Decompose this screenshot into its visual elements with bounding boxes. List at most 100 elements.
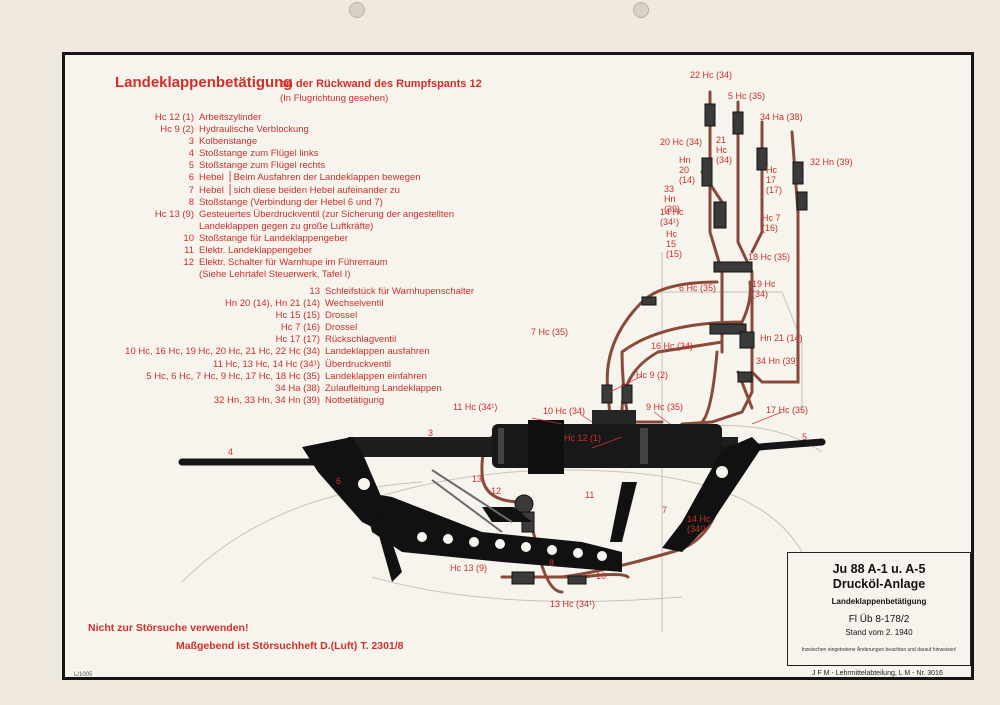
legend-key: 11 Hc, 13 Hc, 14 Hc (34¹) — [212, 358, 320, 370]
legend-text: Drossel — [325, 310, 358, 322]
legend-key: 5 — [188, 160, 194, 172]
linkage — [302, 437, 762, 582]
legend-key: 5 Hc, 6 Hc, 7 Hc, 9 Hc, 17 Hc, 18 Hc (35… — [146, 370, 320, 382]
label-14hc-top: 14 Hc (34¹) — [660, 207, 684, 227]
label-20hc: 20 Hc (34) — [660, 137, 703, 147]
label-34hn: 34 Hn (39) — [756, 356, 799, 366]
legend-text: Gesteuertes Überdruckventil (zur Sicheru… — [199, 208, 455, 220]
label-part-12: 12 — [491, 486, 502, 496]
label-16hc: 16 Hc (34) — [651, 341, 694, 351]
legend-key: 10 Hc, 16 Hc, 19 Hc, 20 Hc, 21 Hc, 22 Hc… — [125, 346, 320, 358]
legend-row: 7 Hebel ⎪sich diese beiden Hebel aufeinan… — [0, 185, 454, 197]
label-34ha: 34 Ha (38) — [760, 112, 803, 122]
label-hn21: Hn 21 (14) — [760, 333, 803, 343]
legend-text: Hydraulische Verblockung — [199, 124, 309, 136]
legend-key: Hc 17 (17) — [275, 334, 320, 346]
warning-line-2: Maßgebend ist Störsuchheft D.(Luft) T. 2… — [176, 640, 404, 652]
orientation-note: (In Flugrichtung gesehen) — [280, 93, 389, 104]
legend-key: 4 — [188, 148, 194, 160]
legend-key: Hc 7 (16) — [280, 322, 320, 334]
footer-right: J F M - Lehrmittelabteilung, L M - Nr. 3… — [812, 670, 943, 677]
legend-row: 10 Hc, 16 Hc, 19 Hc, 20 Hc, 21 Hc, 22 Hc… — [0, 346, 474, 358]
legend-key: 13 — [309, 286, 320, 297]
label-part-6: 6 — [336, 476, 342, 486]
legend-key: 34 Ha (38) — [275, 382, 320, 394]
punch-hole — [349, 2, 365, 18]
title-block-fineprint: Inzwischen eingetretene Änderungen beach… — [801, 647, 957, 653]
legend-row: 11 Elektr. Landeklappengeber — [0, 245, 454, 257]
footer-left: L/1005 — [74, 672, 93, 678]
legend-text: Wechselventil — [325, 298, 384, 310]
legend-row: Hc 15 (15) Drossel — [0, 310, 474, 322]
legend-key: 32 Hn, 33 Hn, 34 Hn (39) — [213, 394, 320, 406]
legend-key: 12 — [183, 257, 194, 269]
legend-text: Rückschlagventil — [325, 334, 397, 346]
label-hc13: Hc 13 (9) — [450, 563, 488, 573]
label-part-8: 8 — [549, 558, 555, 568]
legend-row: Hc 13 (9) Gesteuertes Überdruckventil (zu… — [0, 209, 454, 221]
label-6hc: 6 Hc (35) — [679, 283, 717, 293]
legend-key: 11 — [184, 245, 194, 257]
label-hc17: Hc 17 (17) — [766, 165, 783, 195]
label-9hc: 9 Hc (35) — [646, 402, 684, 412]
legend-text: Hebel ⎪sich diese beiden Hebel aufeinand… — [199, 184, 400, 196]
legend-key — [113, 269, 199, 281]
parts-legend: Hc 12 (1)Arbeitszylinder Hc 9 (2)Hydraul… — [0, 112, 454, 281]
legend-key: 10 — [183, 232, 194, 244]
label-14hc-right: 14 Hc (34¹) — [687, 514, 711, 534]
label-hn20: Hn 20 (14) — [679, 155, 696, 185]
label-13hc: 13 Hc (34¹) — [550, 599, 596, 609]
legend-key: Hc 12 (1) — [154, 112, 194, 123]
legend-key: 6 — [188, 172, 194, 184]
title-block-section: Landeklappenbetätigung — [831, 597, 927, 606]
actuator-cylinder — [348, 410, 738, 474]
legend-text: Landeklappen gegen zu große Luftkräfte) — [199, 220, 374, 232]
label-33hn: 33 Hn (39) — [664, 184, 681, 214]
legend-row: 32 Hn, 33 Hn, 34 Hn (39)Notbetätigung — [0, 395, 474, 407]
diagram-subtitle: an der Rückwand des Rumpfspants 12 — [280, 78, 482, 90]
diagram-title: Landeklappenbetätigung — [115, 74, 293, 91]
hydraulic-diagram — [178, 90, 826, 632]
label-22hc: 22 Hc (34) — [690, 70, 733, 80]
label-hc15: Hc 15 (15) — [666, 229, 683, 259]
legend-text: Landeklappen einfahren — [325, 370, 427, 382]
label-part-3: 3 — [428, 428, 434, 438]
label-17hc: 17 Hc (35) — [766, 405, 809, 415]
title-block-code: Fl Üb 8-178/2 — [848, 614, 910, 625]
legend-key: Hn 20 (14), Hn 21 (14) — [224, 298, 320, 310]
label-5hc: 5 Hc (35) — [728, 91, 766, 101]
title-block: Ju 88 A-1 u. A-5 Drucköl-Anlage Landekla… — [787, 552, 971, 666]
legend-text: (Siehe Lehrtafel Steuerwerk, Tafel I) — [199, 269, 351, 281]
label-32hn: 32 Hn (39) — [810, 157, 853, 167]
legend-key: Hc 13 (9) — [154, 208, 194, 220]
legend-text: Kolbenstange — [199, 136, 258, 148]
legend-key: Hc 15 (15) — [275, 310, 320, 322]
legend-text: Stoßstange zum Flügel rechts — [199, 160, 326, 172]
legend-text: Drossel — [325, 322, 358, 334]
label-part-4: 4 — [228, 447, 234, 457]
title-block-model: Ju 88 A-1 u. A-5 — [832, 562, 926, 576]
label-part-10: 10 — [596, 571, 607, 581]
legend-key: 3 — [188, 136, 194, 148]
punch-hole — [633, 2, 649, 18]
legend-text: Überdruckventil — [325, 358, 391, 370]
legend-key: 7 — [188, 184, 194, 196]
label-part-13: 13 — [472, 474, 483, 484]
label-7hc: 7 Hc (35) — [531, 327, 569, 337]
label-part-7: 7 — [662, 505, 668, 515]
legend-row: 5 Stoßstange zum Flügel rechts — [0, 160, 454, 172]
legend-row: Hc 17 (17) Rückschlagventil — [0, 334, 474, 346]
legend-row: 5 Hc, 6 Hc, 7 Hc, 9 Hc, 17 Hc, 18 Hc (35… — [0, 371, 474, 383]
legend-row: 3 Kolbenstange — [0, 136, 454, 148]
label-hc7: Hc 7 (16) — [762, 213, 781, 233]
title-block-date: Stand vom 2. 1940 — [845, 628, 913, 637]
legend-key: 8 — [188, 196, 194, 208]
valves — [511, 103, 808, 585]
legend-text: Elektr. Landeklappengeber — [199, 245, 313, 257]
